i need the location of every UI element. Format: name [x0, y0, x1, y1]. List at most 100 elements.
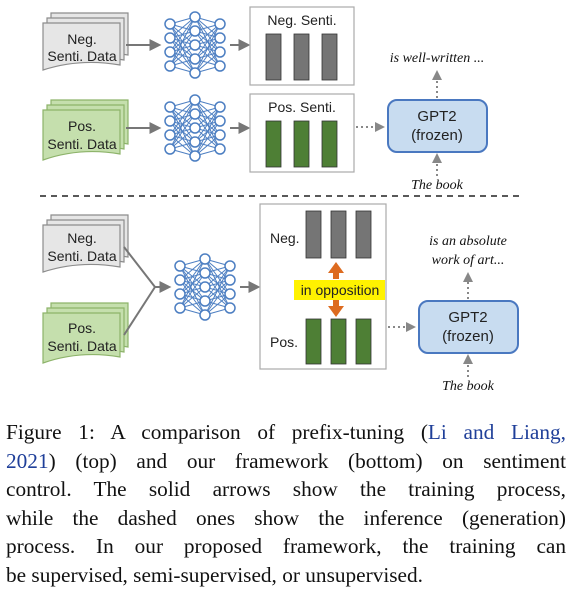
network-node — [224, 260, 236, 272]
bottom-panel: Neg. Senti. Data Pos. Senti. Data Neg. P… — [42, 203, 519, 394]
bottom-network-icon — [174, 253, 236, 321]
doc-sheet-front — [42, 224, 121, 273]
network-node — [189, 122, 201, 134]
opposition-label: in opposition — [301, 282, 380, 298]
top-pos-data-label-2: Senti. Data — [47, 136, 116, 152]
citation-year-link[interactable]: 2021 — [6, 448, 49, 473]
network-edge — [194, 23, 221, 60]
top-neg-data-label-1: Neg. — [67, 31, 97, 47]
network-edge — [204, 265, 231, 302]
network-edge — [169, 99, 196, 136]
top-neg-prefix-box: Neg. Senti. — [249, 6, 355, 86]
network-node — [174, 288, 186, 300]
network-edge — [194, 120, 221, 157]
network-node — [214, 60, 226, 72]
network-node — [214, 129, 226, 141]
top-pos-prefix-bars — [265, 120, 338, 168]
top-pos-prefix-box: Pos. Senti. — [249, 93, 355, 173]
top-neg-network-icon — [164, 11, 226, 79]
bottom-neg-data-label-1: Neg. — [67, 230, 97, 246]
network-node — [199, 253, 211, 265]
network-node — [199, 295, 211, 307]
caption-text: Figure 1: A comparison of prefix-tuning … — [6, 420, 428, 444]
network-edge — [169, 30, 196, 67]
prefix-bar — [330, 210, 347, 259]
network-node — [189, 53, 201, 65]
top-pos-prefix-label: Pos. Senti. — [268, 99, 336, 115]
caption-line-3: control. The solid arrows show the train… — [6, 477, 566, 502]
opposition-highlight — [294, 280, 385, 300]
network-node — [214, 101, 226, 113]
bottom-output-text-1: is an absolute — [429, 234, 507, 249]
network-node — [214, 143, 226, 155]
caption-line-2: 2021) (top) and our framework (bottom) o… — [6, 447, 566, 476]
top-pos-network-icon — [164, 94, 226, 162]
network-node — [174, 260, 186, 272]
network-node — [174, 302, 186, 314]
network-node — [214, 115, 226, 127]
citation-link[interactable]: Li and Liang, — [427, 420, 566, 444]
network-edge — [169, 113, 196, 150]
top-output-text: is well-written ... — [390, 51, 485, 66]
bottom-pos-data-label-1: Pos. — [68, 320, 96, 336]
network-edge — [204, 279, 231, 316]
prefix-bar — [355, 210, 372, 259]
top-gpt2-box: GPT2 (frozen) — [387, 99, 488, 153]
network-edge — [169, 16, 196, 53]
prefix-bar — [305, 318, 322, 365]
network-node — [164, 101, 176, 113]
network-node — [189, 94, 201, 106]
network-node — [164, 46, 176, 58]
network-node — [164, 18, 176, 30]
network-edge — [179, 258, 206, 295]
network-node — [224, 302, 236, 314]
network-node — [189, 136, 201, 148]
network-node — [199, 267, 211, 279]
figure-caption: Figure 1: A comparison of prefix-tuning … — [6, 418, 566, 590]
prefix-bar — [355, 318, 372, 365]
network-node — [164, 32, 176, 44]
bottom-pos-prefix-bars — [305, 318, 372, 365]
prefix-bar — [305, 210, 322, 259]
bottom-neg-label: Neg. — [270, 230, 300, 246]
network-node — [199, 309, 211, 321]
bottom-gpt2-frozen-label: (frozen) — [442, 328, 494, 345]
bottom-output-text-2: work of art... — [432, 253, 505, 268]
network-node — [224, 274, 236, 286]
bottom-prefix-box: Neg. Pos. in opposition — [259, 203, 387, 370]
gpt2-frame — [418, 300, 519, 354]
bottom-input-text: The book — [442, 379, 495, 394]
top-input-text: The book — [411, 178, 464, 193]
top-neg-data-label-2: Senti. Data — [47, 48, 116, 64]
doc-sheet-front — [42, 312, 121, 364]
bottom-pos-merge-line — [123, 286, 156, 336]
top-neg-prefix-label: Neg. Senti. — [267, 12, 336, 28]
prefix-bar — [293, 33, 310, 81]
top-neg-data-stack: Neg. Senti. Data — [42, 12, 129, 71]
network-edge — [179, 258, 206, 309]
network-node — [164, 60, 176, 72]
network-node — [164, 129, 176, 141]
top-neg-prefix-bars — [265, 33, 338, 81]
network-node — [189, 39, 201, 51]
bottom-neg-data-label-2: Senti. Data — [47, 248, 116, 264]
prefix-tuning-comparison-figure: Neg. Senti. Data Pos. Senti. Data Neg. S… — [40, 6, 520, 394]
bottom-pos-label: Pos. — [270, 334, 298, 350]
bottom-pos-data-label-2: Senti. Data — [47, 338, 116, 354]
doc-sheet-front — [42, 109, 121, 161]
bottom-pos-data-stack: Pos. Senti. Data — [42, 302, 129, 364]
network-node — [189, 67, 201, 79]
caption-line-5: process. In our proposed framework, the … — [6, 534, 566, 559]
caption-line-1: Figure 1: A comparison of prefix-tuning … — [6, 418, 566, 447]
network-node — [199, 281, 211, 293]
top-gpt2-frozen-label: (frozen) — [411, 127, 463, 144]
caption-line-6: be supervised, semi-supervised, or unsup… — [6, 562, 423, 587]
bottom-gpt2-box: GPT2 (frozen) — [418, 300, 519, 354]
network-edge — [194, 23, 221, 74]
prefix-bar — [321, 33, 338, 81]
bottom-neg-data-stack: Neg. Senti. Data — [42, 214, 129, 273]
network-edge — [204, 265, 231, 316]
top-pos-data-stack: Pos. Senti. Data — [42, 99, 129, 161]
network-node — [164, 115, 176, 127]
caption-line-4: while the dashed ones show the inference… — [6, 505, 566, 530]
